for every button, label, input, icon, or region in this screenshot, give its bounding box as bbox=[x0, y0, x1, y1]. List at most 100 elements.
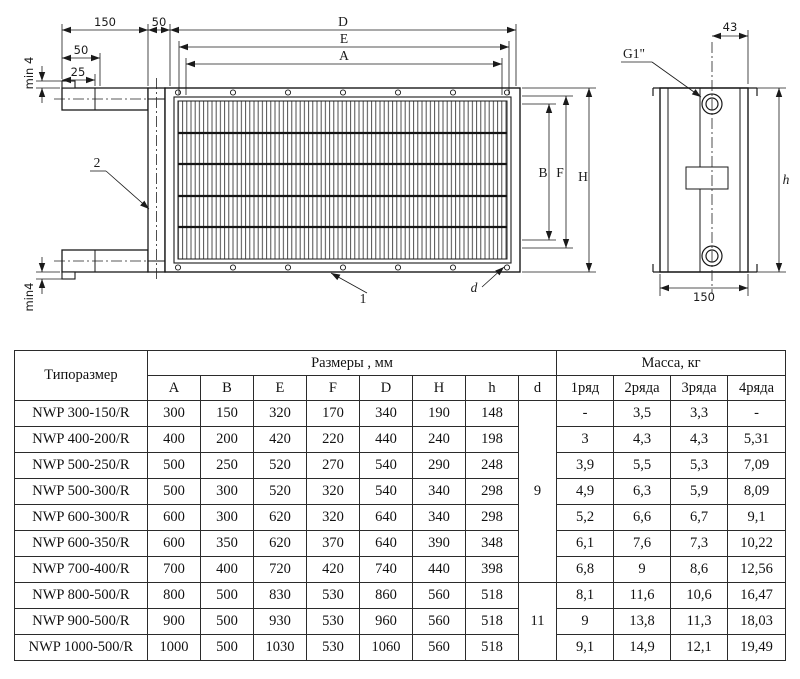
dim-H: H bbox=[578, 169, 588, 184]
cell-mass-3: 12,1 bbox=[670, 634, 729, 661]
table-row: NWP 700-400/R 700 400 720 420 740 440 39… bbox=[13, 556, 787, 583]
dim-50-top: 50 bbox=[152, 15, 167, 29]
cell-A: 1000 bbox=[146, 634, 201, 661]
cell-E: 620 bbox=[252, 504, 307, 531]
col-group-dimensions: Размеры , мм bbox=[146, 350, 558, 376]
col-header-h: h bbox=[464, 375, 519, 401]
cell-mass-3: 5,9 bbox=[670, 478, 729, 505]
center-lines bbox=[54, 42, 713, 294]
col-header-row4: 4ряда bbox=[727, 375, 787, 401]
cell-F: 420 bbox=[305, 556, 360, 583]
cell-h: 298 bbox=[464, 504, 519, 531]
col-header-E: E bbox=[252, 375, 307, 401]
cell-D: 960 bbox=[358, 608, 413, 635]
col-header-row3: 3ряда bbox=[670, 375, 729, 401]
cell-d-group: 11 bbox=[517, 582, 558, 661]
cell-mass-4: 9,1 bbox=[727, 504, 787, 531]
cell-H: 240 bbox=[411, 426, 466, 453]
cell-mass-2: 13,8 bbox=[613, 608, 672, 635]
leader-lines bbox=[90, 61, 702, 294]
cell-mass-4: 10,22 bbox=[727, 530, 787, 557]
table-row: NWP 600-300/R 600 300 620 320 640 340 29… bbox=[13, 504, 787, 531]
cell-mass-3: 7,3 bbox=[670, 530, 729, 557]
cell-h: 198 bbox=[464, 426, 519, 453]
cell-h: 518 bbox=[464, 608, 519, 635]
cell-A: 900 bbox=[146, 608, 201, 635]
table-row: NWP 500-300/R 500 300 520 320 540 340 29… bbox=[13, 478, 787, 505]
cell-name: NWP 600-300/R bbox=[13, 504, 148, 531]
cell-A: 400 bbox=[146, 426, 201, 453]
cell-B: 350 bbox=[199, 530, 254, 557]
cell-F: 220 bbox=[305, 426, 360, 453]
cell-D: 640 bbox=[358, 504, 413, 531]
cell-mass-2: 11,6 bbox=[613, 582, 672, 609]
col-header-type: Типоразмер bbox=[13, 350, 148, 401]
table-header-columns: A B E F D H h d 1ряд 2ряда 3ряда 4ряда bbox=[14, 375, 787, 401]
dim-h: h bbox=[783, 172, 790, 187]
cell-name: NWP 500-250/R bbox=[13, 452, 148, 479]
cell-D: 640 bbox=[358, 530, 413, 557]
cell-E: 1030 bbox=[252, 634, 307, 661]
cell-A: 300 bbox=[146, 400, 201, 427]
cell-D: 440 bbox=[358, 426, 413, 453]
dim-43: 43 bbox=[723, 20, 738, 34]
mounting-bracket-bottom bbox=[61, 249, 149, 280]
dim-E: E bbox=[340, 31, 348, 46]
cell-E: 520 bbox=[252, 478, 307, 505]
cell-mass-3: 11,3 bbox=[670, 608, 729, 635]
cell-mass-4: 18,03 bbox=[727, 608, 787, 635]
dim-min4-bottom: min4 bbox=[22, 282, 36, 311]
cell-B: 500 bbox=[199, 582, 254, 609]
dimension-lines bbox=[38, 26, 783, 294]
dim-min4-top: min 4 bbox=[22, 57, 36, 90]
cell-name: NWP 600-350/R bbox=[13, 530, 148, 557]
cell-mass-1: 3,9 bbox=[556, 452, 615, 479]
cell-mass-4: 12,56 bbox=[727, 556, 787, 583]
cell-B: 500 bbox=[199, 634, 254, 661]
col-group-mass: Масса, кг bbox=[556, 350, 787, 376]
cell-F: 530 bbox=[305, 608, 360, 635]
cell-E: 930 bbox=[252, 608, 307, 635]
cell-name: NWP 300-150/R bbox=[13, 400, 148, 427]
col-header-F: F bbox=[305, 375, 360, 401]
cell-D: 540 bbox=[358, 478, 413, 505]
cell-name: NWP 400-200/R bbox=[13, 426, 148, 453]
cell-h: 348 bbox=[464, 530, 519, 557]
cell-h: 518 bbox=[464, 582, 519, 609]
nameplate bbox=[685, 166, 729, 190]
dimensions-table: Типоразмер Размеры , мм Масса, кг A B E … bbox=[13, 350, 787, 661]
cell-mass-1: 6,1 bbox=[556, 530, 615, 557]
cell-B: 400 bbox=[199, 556, 254, 583]
callout-2: 2 bbox=[94, 155, 101, 170]
cell-E: 520 bbox=[252, 452, 307, 479]
cell-mass-2: 9 bbox=[613, 556, 672, 583]
cell-mass-3: 5,3 bbox=[670, 452, 729, 479]
cell-D: 740 bbox=[358, 556, 413, 583]
cell-F: 270 bbox=[305, 452, 360, 479]
cell-mass-2: 6,3 bbox=[613, 478, 672, 505]
cell-name: NWP 500-300/R bbox=[13, 478, 148, 505]
cell-d-group: 9 bbox=[517, 400, 558, 583]
cell-mass-3: 3,3 bbox=[670, 400, 729, 427]
cell-A: 600 bbox=[146, 530, 201, 557]
cell-H: 560 bbox=[411, 634, 466, 661]
table-header-groups: Типоразмер Размеры , мм Масса, кг bbox=[13, 350, 787, 401]
cell-H: 290 bbox=[411, 452, 466, 479]
cell-mass-2: 3,5 bbox=[613, 400, 672, 427]
col-header-row1: 1ряд bbox=[556, 375, 615, 401]
cell-F: 530 bbox=[305, 582, 360, 609]
cell-mass-4: 16,47 bbox=[727, 582, 787, 609]
cell-F: 320 bbox=[305, 478, 360, 505]
cell-mass-3: 4,3 bbox=[670, 426, 729, 453]
cell-mass-1: 3 bbox=[556, 426, 615, 453]
cell-H: 560 bbox=[411, 582, 466, 609]
cell-mass-4: 5,31 bbox=[727, 426, 787, 453]
cell-h: 248 bbox=[464, 452, 519, 479]
cell-B: 300 bbox=[199, 478, 254, 505]
cell-mass-4: 8,09 bbox=[727, 478, 787, 505]
side-flanges bbox=[652, 87, 758, 273]
cell-B: 300 bbox=[199, 504, 254, 531]
dim-150-top: 150 bbox=[94, 15, 116, 29]
g1-thread-label: G1" bbox=[623, 46, 645, 61]
table-row: NWP 800-500/R 800 500 830 530 860 560 51… bbox=[13, 582, 787, 661]
